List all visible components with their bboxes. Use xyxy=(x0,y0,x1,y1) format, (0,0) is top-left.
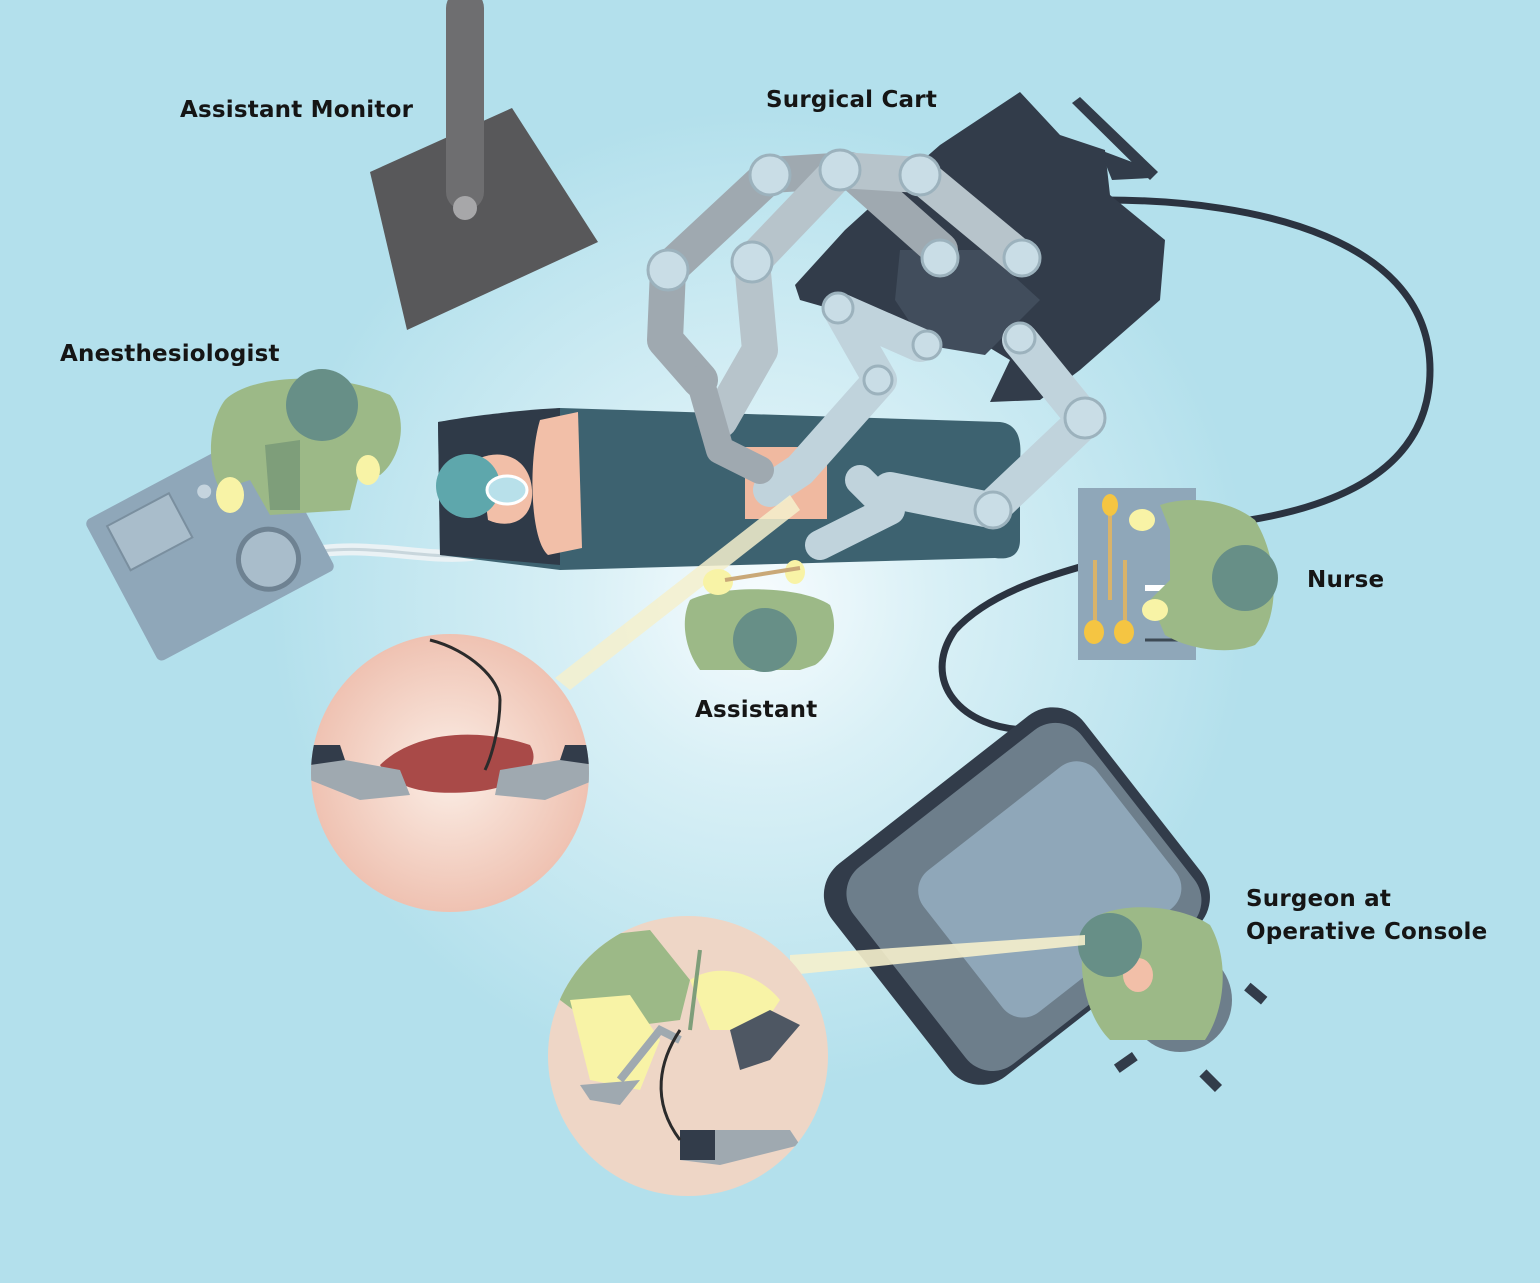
endoscope-beam xyxy=(555,495,800,690)
surgeon-figure xyxy=(1078,907,1268,1093)
assistant-monitor xyxy=(370,0,598,330)
label-assistant-monitor: Assistant Monitor xyxy=(180,97,414,123)
endoscope-view-inset xyxy=(311,634,589,912)
label-surgical-cart: Surgical Cart xyxy=(766,87,938,113)
label-assistant: Assistant xyxy=(695,697,818,723)
label-nurse: Nurse xyxy=(1307,567,1385,593)
view-beam xyxy=(790,935,1085,975)
assistant-figure xyxy=(684,560,835,672)
label-surgeon-line2: Operative Console xyxy=(1246,919,1488,945)
label-surgeon-line1: Surgeon at xyxy=(1246,886,1392,912)
arm-joints xyxy=(646,148,1107,530)
label-anesthesiologist: Anesthesiologist xyxy=(60,341,280,367)
anesthesiologist-figure xyxy=(210,369,401,515)
console-controls-inset xyxy=(548,916,828,1196)
nurse-figure xyxy=(1129,500,1278,651)
label-surgeon: Surgeon at Operative Console xyxy=(1246,883,1487,949)
